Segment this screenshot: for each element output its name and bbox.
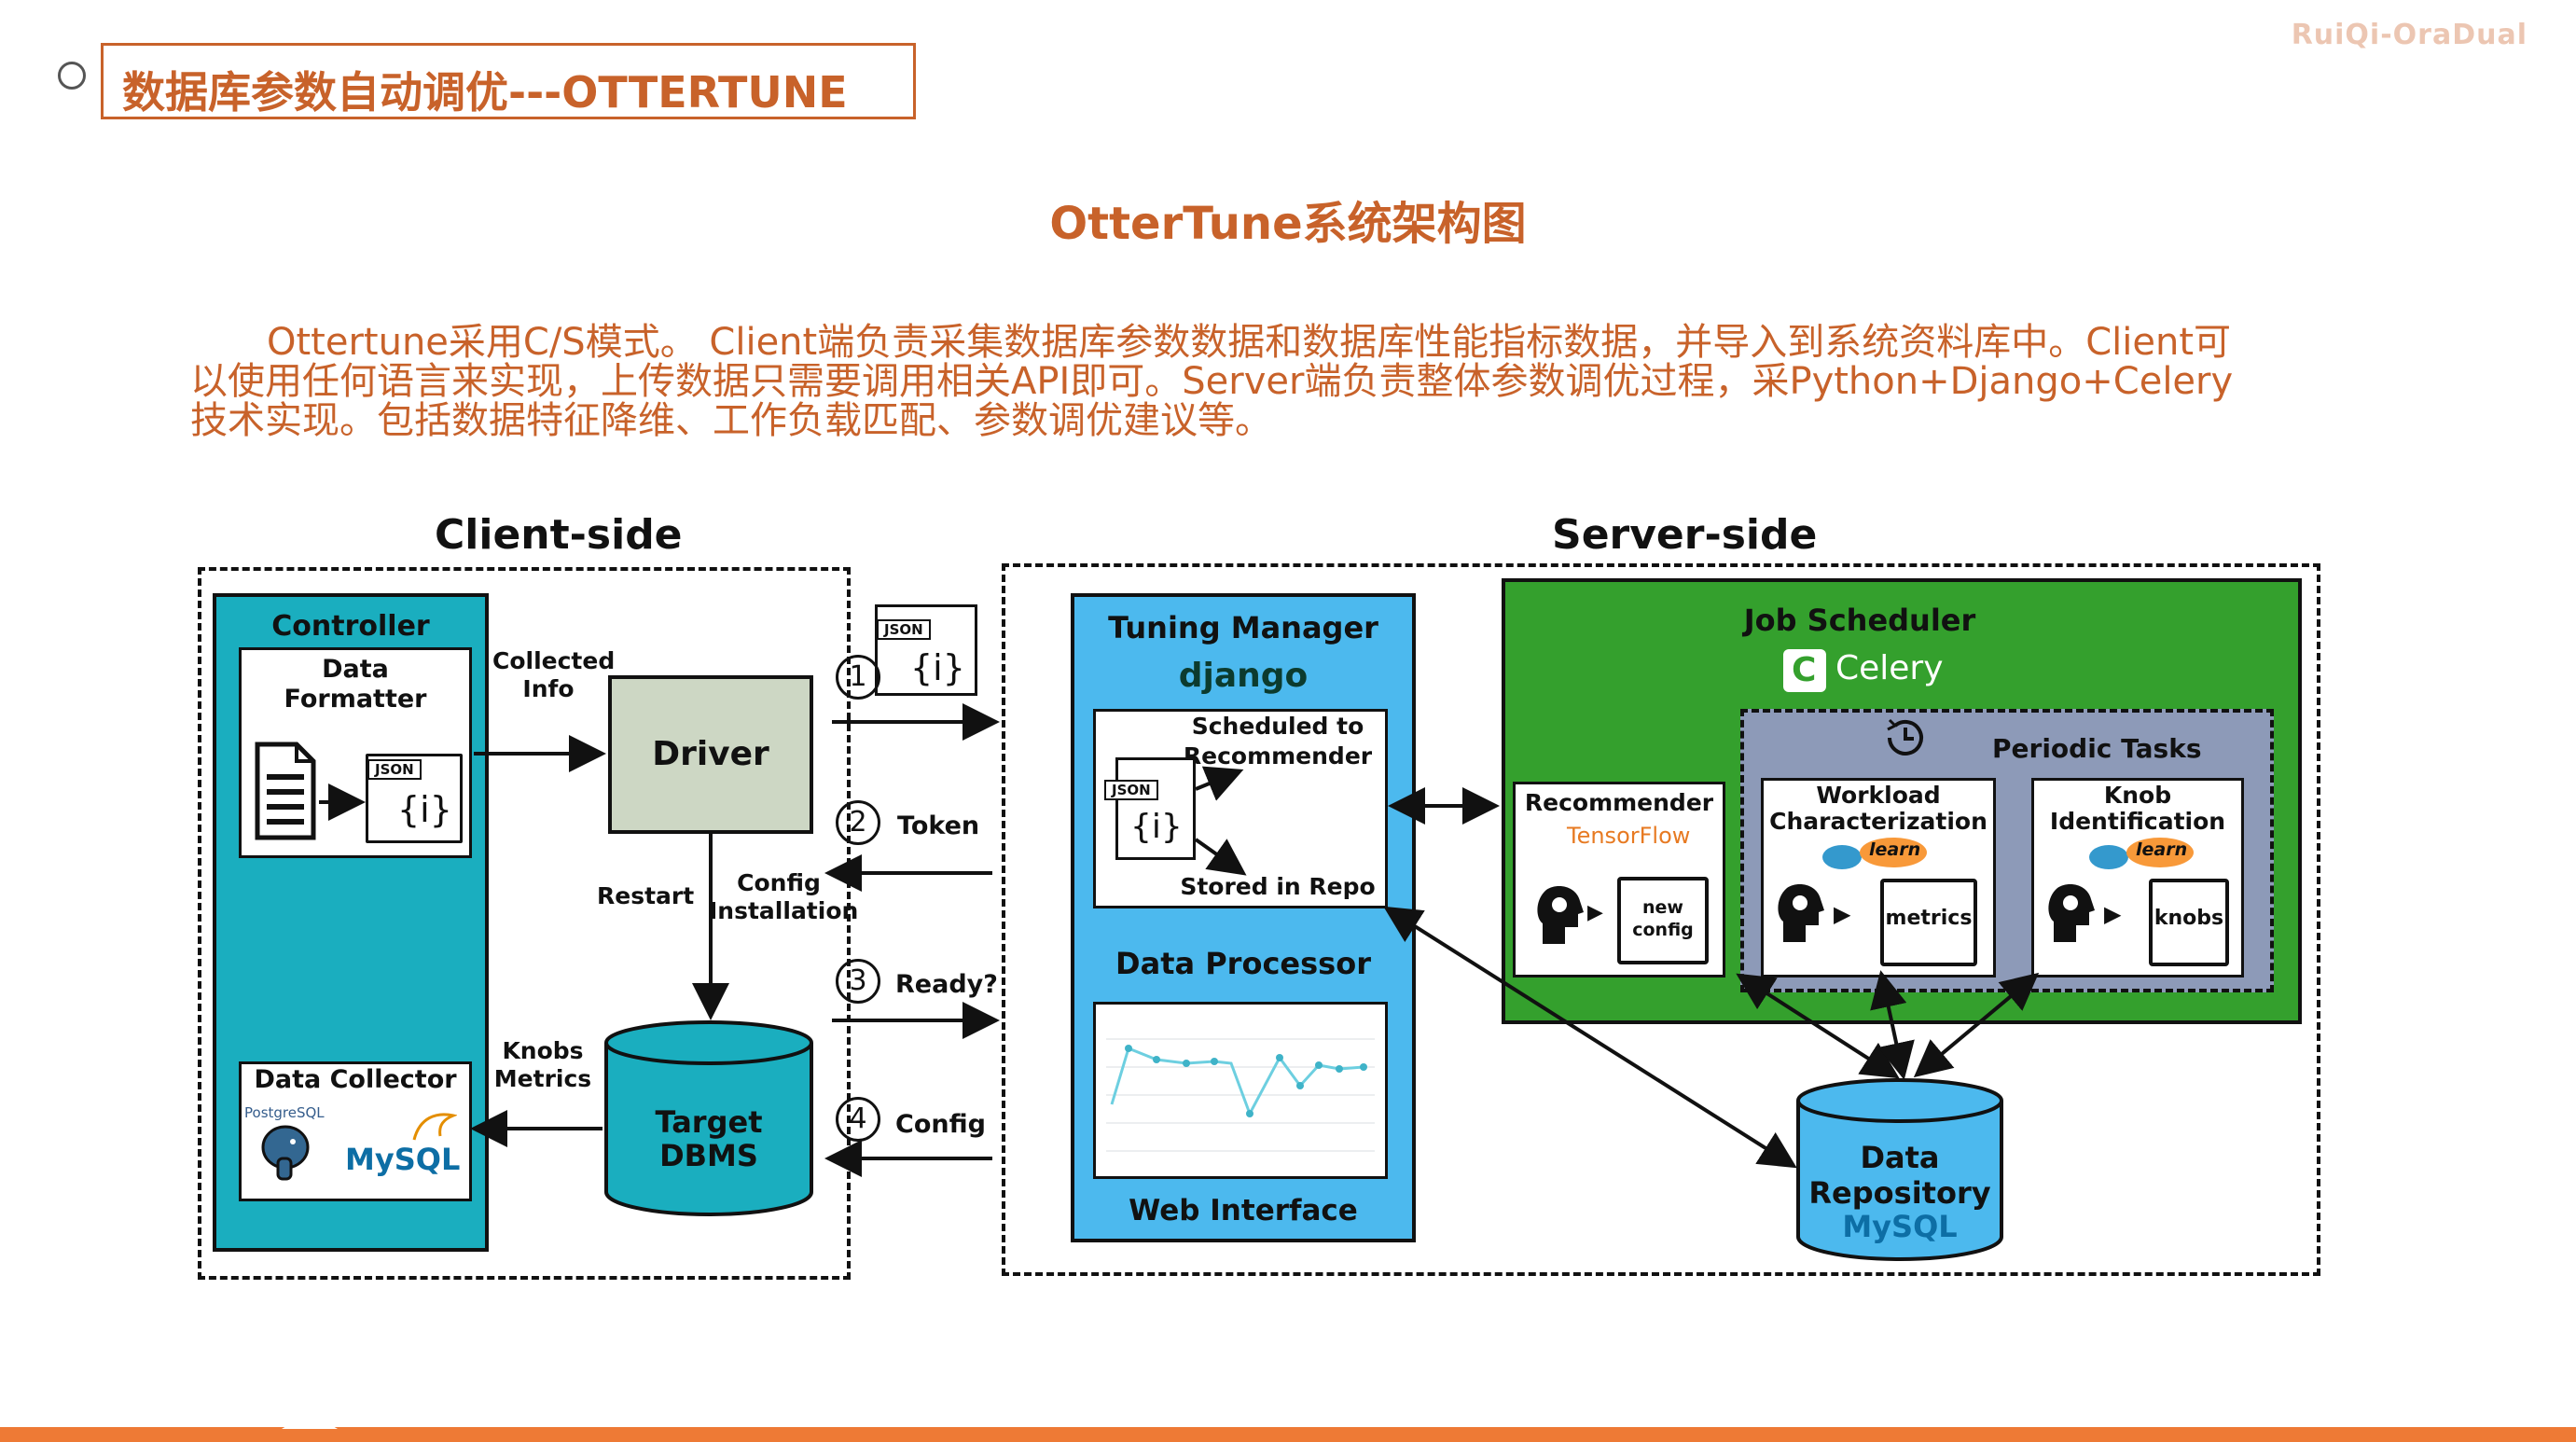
head-gear-icon	[1778, 884, 1824, 942]
postgresql-logo-text: PostgreSQL	[244, 1104, 325, 1121]
client-side-heading: Client-side	[435, 511, 683, 559]
json-request-tag: JSON	[877, 619, 931, 640]
play-arrow-icon: ▶	[1834, 901, 1851, 927]
slide-title: 数据库参数自动调优---OTTERTUNE	[122, 67, 848, 118]
knob-label-1: Knob	[2103, 782, 2172, 809]
client-side-region	[198, 567, 851, 1280]
data-collector-label: Data Collector	[254, 1065, 457, 1094]
repo-mysql-logo: MySQL	[1842, 1209, 1958, 1244]
collected-info-label-2: Info	[522, 675, 575, 702]
config-installation-label-1: Config	[737, 869, 821, 896]
repo-json-tag: JSON	[1104, 780, 1158, 800]
new-config-label-2: config	[1632, 920, 1694, 940]
scheduled-label-2: Recommender	[1183, 742, 1373, 770]
knobs-metrics-label-2: Metrics	[493, 1065, 592, 1092]
step-2-number: 2	[849, 806, 867, 839]
data-formatter-label-2: Formatter	[284, 685, 427, 714]
step-2-badge	[836, 800, 880, 845]
data-processor-label: Data Processor	[1115, 946, 1371, 981]
target-dbms-cylinder	[604, 1020, 813, 1216]
new-config-label-1: new	[1642, 897, 1683, 918]
config-label: Config	[895, 1110, 986, 1139]
mysql-logo: MySQL	[345, 1142, 461, 1177]
ready-label: Ready?	[895, 970, 998, 999]
step-3-badge	[836, 959, 880, 1004]
metrics-label: metrics	[1885, 907, 1973, 930]
step-1-badge	[836, 655, 880, 700]
scheduled-label-1: Scheduled to	[1191, 713, 1364, 740]
step-4-number: 4	[849, 1102, 867, 1135]
postgresql-elephant-icon	[261, 1125, 310, 1181]
workload-label-1: Workload	[1816, 782, 1941, 809]
json-request-braces: {i}	[910, 647, 965, 688]
data-formatter-label-1: Data	[322, 655, 389, 684]
knobs-label: knobs	[2154, 907, 2224, 930]
server-side-heading: Server-side	[1552, 511, 1818, 559]
driver-box	[608, 675, 813, 834]
celery-label: Celery	[1835, 649, 1944, 687]
tuning-manager-label: Tuning Manager	[1108, 610, 1378, 645]
token-label: Token	[897, 811, 980, 840]
bottom-accent-bar	[0, 1427, 2576, 1442]
periodic-tasks-label: Periodic Tasks	[1992, 733, 2202, 764]
step-3-number: 3	[849, 964, 867, 997]
clock-icon	[1887, 718, 1923, 756]
target-dbms-label-1: Target	[655, 1104, 763, 1140]
controller-label: Controller	[271, 610, 430, 643]
data-repository-label-1: Data	[1860, 1140, 1940, 1175]
json-tag: JSON	[367, 759, 422, 780]
sklearn-orange-blob-icon	[2126, 838, 2194, 867]
document-icon	[255, 742, 316, 840]
data-repository-cylinder	[1796, 1078, 2003, 1261]
celery-logo-icon: C	[1783, 649, 1826, 692]
sklearn-learn-text: learn	[2136, 839, 2188, 860]
django-logo: django	[1178, 657, 1309, 695]
paragraph-line-3: 技术实现。包括数据特征降维、工作负载匹配、参数调优建议等。	[190, 399, 1272, 442]
bottom-notch	[282, 1412, 338, 1429]
data-repository-label-2: Repository	[1808, 1175, 1991, 1211]
knobs-file-icon	[2149, 879, 2229, 966]
mysql-dolphin-icon	[412, 1113, 457, 1141]
sklearn-learn-text: learn	[1869, 839, 1921, 860]
play-arrow-icon: ▶	[2104, 901, 2122, 927]
repo-json-file-icon	[1115, 757, 1196, 860]
bullet-icon	[58, 62, 86, 90]
restart-label: Restart	[597, 882, 695, 909]
stored-in-repo-label: Stored in Repo	[1180, 873, 1376, 900]
paragraph-line-1: Ottertune采用C/S模式。 Client端负责采集数据库参数数据和数据库…	[267, 321, 2232, 364]
recommender-label: Recommender	[1524, 789, 1714, 816]
knobs-metrics-label-1: Knobs	[502, 1037, 584, 1064]
job-scheduler-label: Job Scheduler	[1743, 603, 1976, 638]
play-arrow-icon: ▶	[1587, 901, 1603, 924]
driver-label: Driver	[652, 735, 769, 773]
watermark-logo: RuiQi-OraDual	[2291, 19, 2528, 51]
step-1-number: 1	[849, 660, 867, 693]
metrics-file-icon	[1880, 879, 1977, 966]
sklearn-blue-blob-icon	[2089, 845, 2128, 869]
target-dbms-label-2: DBMS	[659, 1138, 758, 1173]
tensorflow-logo: TensorFlow	[1567, 823, 1691, 849]
head-gear-icon	[2048, 884, 2095, 942]
paragraph-line-2: 以使用任何语言来实现，上传数据只需要调用相关API即可。Server端负责整体参…	[190, 360, 2234, 403]
sklearn-orange-blob-icon	[1860, 838, 1927, 867]
slide-title-box: 数据库参数自动调优---OTTERTUNE	[101, 43, 916, 119]
collected-info-label-1: Collected	[492, 647, 616, 674]
web-line-chart-icon	[1106, 1038, 1375, 1152]
description-paragraph: Ottertune采用C/S模式。 Client端负责采集数据库参数数据和数据库…	[190, 323, 2335, 440]
head-gear-icon	[1537, 886, 1584, 944]
knob-label-2: Identification	[2049, 808, 2226, 835]
sklearn-blue-blob-icon	[1822, 845, 1862, 869]
json-braces: {i}	[397, 789, 452, 830]
server-side-region	[1002, 563, 2320, 1276]
workload-label-2: Characterization	[1769, 808, 1987, 835]
repo-json-braces: {i}	[1130, 808, 1183, 846]
config-installation-label-2: Installation	[709, 897, 859, 924]
diagram-subtitle: OtterTune系统架构图	[1049, 198, 1527, 250]
web-interface-label: Web Interface	[1129, 1194, 1358, 1227]
